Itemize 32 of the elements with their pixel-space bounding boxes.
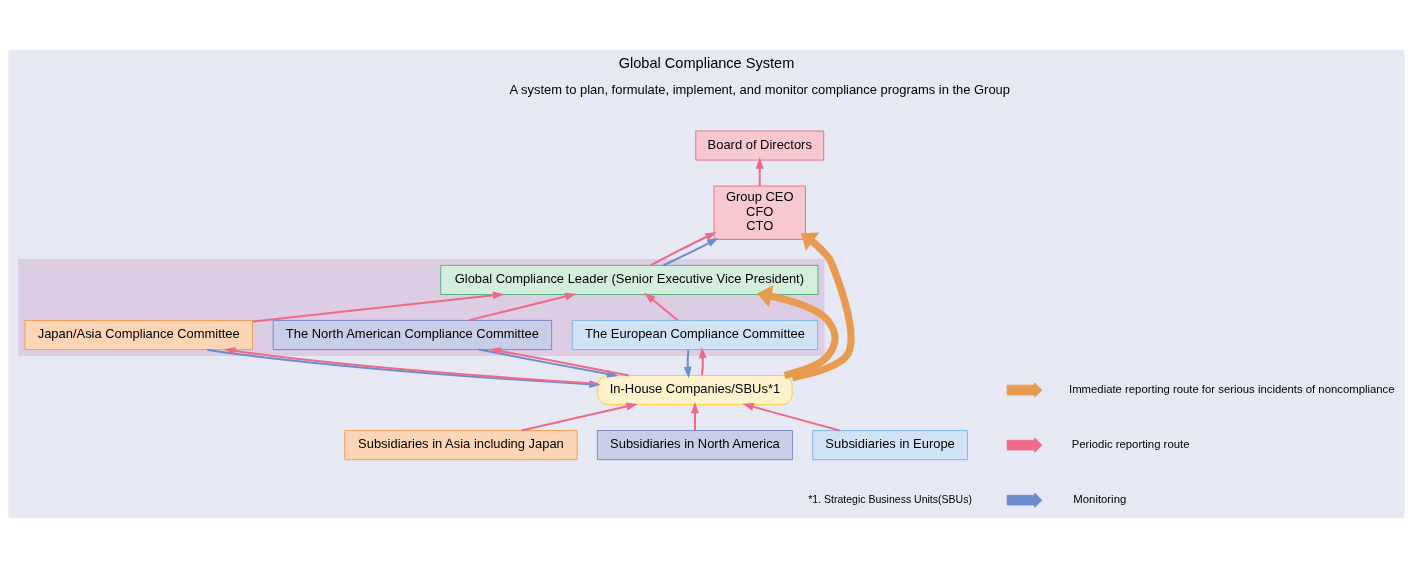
arrow [698,346,707,375]
arrow [252,290,505,322]
node-box: Subsidiaries in Asia including Japan [344,429,578,460]
arrow [650,231,717,266]
node-box: Subsidiaries in Europe [812,429,968,460]
legend-label: Immediate reporting route for serious incidents of noncompliance [1069,382,1395,395]
node-box: Japan/Asia Compliance Committee [24,319,253,350]
arrow [691,401,699,430]
arrow [224,346,598,385]
node-box: In-House Companies/SBUs*1 [597,374,793,405]
node-box: Board of Directors [695,130,825,161]
node-box: Global Compliance Leader (Senior Executive Vice President) [440,264,819,295]
label: *1. Strategic Business Units(SBUs) [808,492,972,505]
arrow [791,232,855,381]
arrow [468,292,577,321]
arrow [644,292,679,321]
node-box: Subsidiaries in North America [597,429,793,460]
diagram-title: Global Compliance System [618,54,795,71]
legend-label: Periodic reporting route [1071,437,1190,450]
arrow [663,237,719,266]
node-box: Group CEO CFO CTO [713,185,806,240]
legend-label: Monitoring [1073,492,1127,505]
arrow [757,284,839,379]
arrow [489,346,630,376]
label: A system to plan, formulate, implement, and monitor compliance programs in the Group [509,81,1010,97]
arrow [683,349,692,378]
arrow [521,402,638,431]
node-box: The European Compliance Committee [571,319,819,350]
arrow [742,402,840,431]
arrow [478,348,619,378]
node-box: The North American Compliance Committee [272,319,553,350]
arrow [755,156,764,186]
